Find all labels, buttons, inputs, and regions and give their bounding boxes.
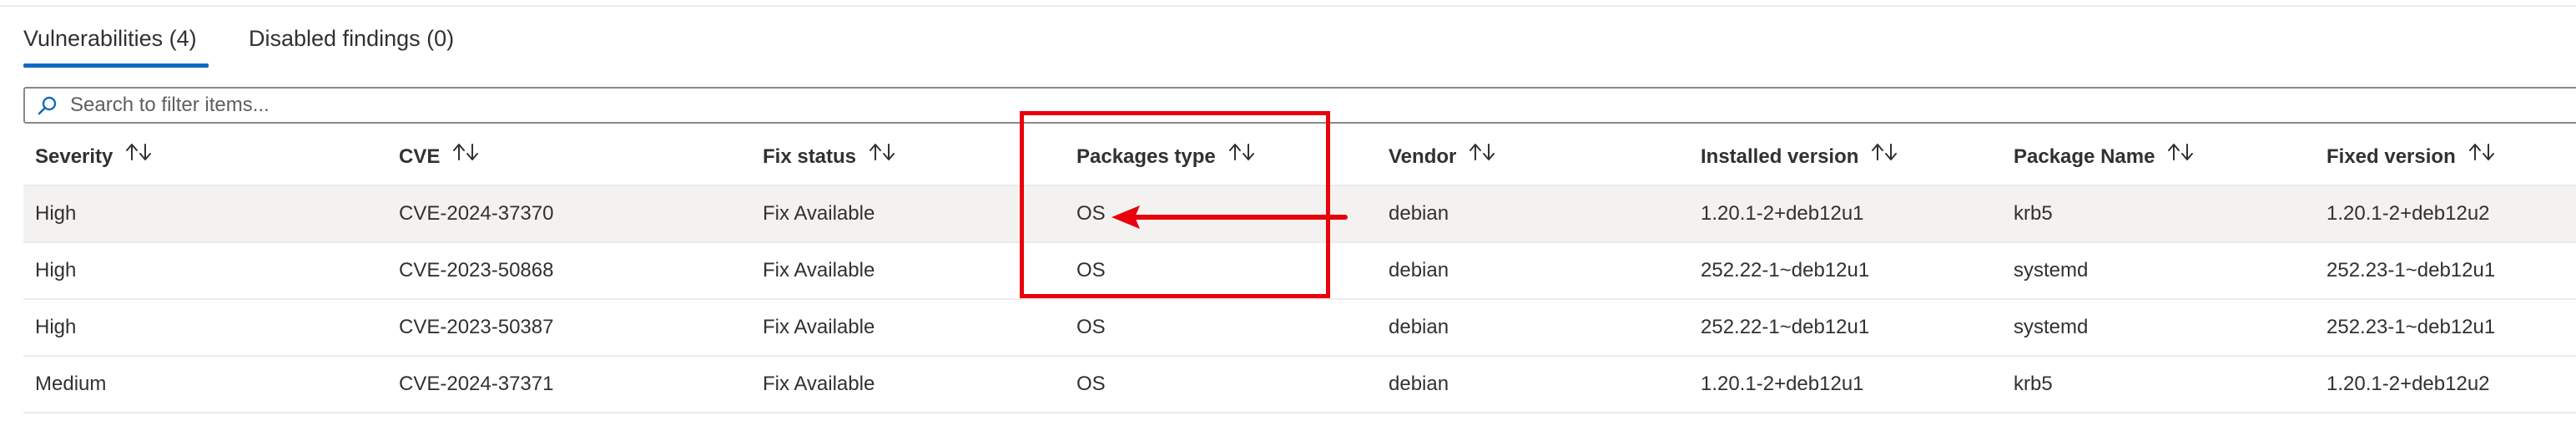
table-row[interactable]: Medium CVE-2024-37371 Fix Available OS d… bbox=[23, 357, 2576, 413]
cell-package-name: systemd bbox=[2014, 259, 2089, 282]
cell-severity: Medium bbox=[35, 373, 107, 395]
sort-arrows-icon[interactable] bbox=[1870, 129, 1898, 184]
cell-package-name: systemd bbox=[2014, 316, 2089, 338]
cell-cve: CVE-2023-50868 bbox=[399, 259, 554, 282]
cell-packages-type: OS bbox=[1076, 202, 1106, 225]
cell-cve: CVE-2024-37370 bbox=[399, 202, 554, 225]
cell-cve: CVE-2024-37371 bbox=[399, 373, 554, 395]
table-header-row: Severity CVE Fix status Packages type Ve… bbox=[23, 129, 2576, 186]
cell-packages-type: OS bbox=[1076, 373, 1106, 395]
column-header-package-name[interactable]: Package Name bbox=[2014, 129, 2195, 185]
cell-fix-status: Fix Available bbox=[763, 373, 875, 395]
cell-installed-version: 1.20.1-2+deb12u1 bbox=[1701, 373, 1864, 395]
cell-package-name: krb5 bbox=[2014, 202, 2053, 225]
column-header-label: Fix status bbox=[763, 145, 857, 168]
sort-arrows-icon[interactable] bbox=[868, 129, 896, 184]
column-header-label: Installed version bbox=[1701, 145, 1859, 168]
cell-vendor: debian bbox=[1389, 316, 1449, 338]
table-row[interactable]: High CVE-2023-50868 Fix Available OS deb… bbox=[23, 243, 2576, 300]
tab-bar: Vulnerabilities (4) Disabled findings (0… bbox=[23, 17, 454, 68]
cell-vendor: debian bbox=[1389, 259, 1449, 282]
sort-arrows-icon[interactable] bbox=[1468, 129, 1496, 184]
cell-fixed-version: 1.20.1-2+deb12u2 bbox=[2326, 373, 2490, 395]
search-box[interactable] bbox=[23, 87, 2576, 124]
cell-installed-version: 252.22-1~deb12u1 bbox=[1701, 316, 1870, 338]
table-row[interactable]: High CVE-2023-50387 Fix Available OS deb… bbox=[23, 300, 2576, 357]
cell-fixed-version: 252.23-1~deb12u1 bbox=[2326, 316, 2496, 338]
column-header-label: Vendor bbox=[1389, 145, 1457, 168]
cell-severity: High bbox=[35, 259, 77, 282]
table-row[interactable]: High CVE-2024-37370 Fix Available OS deb… bbox=[23, 186, 2576, 243]
column-header-label: Packages type bbox=[1076, 145, 1216, 168]
column-header-vendor[interactable]: Vendor bbox=[1389, 129, 1496, 185]
cell-vendor: debian bbox=[1389, 202, 1449, 225]
cell-severity: High bbox=[35, 316, 77, 338]
cell-fixed-version: 1.20.1-2+deb12u2 bbox=[2326, 202, 2490, 225]
column-header-fix-status[interactable]: Fix status bbox=[763, 129, 896, 185]
sort-arrows-icon[interactable] bbox=[1228, 129, 1256, 184]
vulnerabilities-table: Severity CVE Fix status Packages type Ve… bbox=[23, 129, 2576, 413]
tab-vulnerabilities[interactable]: Vulnerabilities (4) bbox=[23, 17, 249, 68]
cell-severity: High bbox=[35, 202, 77, 225]
cell-fix-status: Fix Available bbox=[763, 259, 875, 282]
cell-cve: CVE-2023-50387 bbox=[399, 316, 554, 338]
tab-disabled-findings[interactable]: Disabled findings (0) bbox=[249, 26, 455, 51]
column-header-label: Severity bbox=[35, 145, 113, 168]
search-input[interactable] bbox=[70, 90, 1071, 120]
cell-installed-version: 252.22-1~deb12u1 bbox=[1701, 259, 1870, 282]
sort-arrows-icon[interactable] bbox=[2468, 129, 2496, 184]
search-icon bbox=[33, 91, 62, 119]
cell-packages-type: OS bbox=[1076, 316, 1106, 338]
column-header-label: CVE bbox=[399, 145, 441, 168]
column-header-cve[interactable]: CVE bbox=[399, 129, 480, 185]
cell-fixed-version: 252.23-1~deb12u1 bbox=[2326, 259, 2496, 282]
sort-arrows-icon[interactable] bbox=[124, 129, 153, 184]
column-header-packages-type[interactable]: Packages type bbox=[1076, 129, 1256, 185]
cell-fix-status: Fix Available bbox=[763, 202, 875, 225]
column-header-label: Package Name bbox=[2014, 145, 2155, 168]
cell-vendor: debian bbox=[1389, 373, 1449, 395]
column-header-label: Fixed version bbox=[2326, 145, 2456, 168]
column-header-installed-version[interactable]: Installed version bbox=[1701, 129, 1898, 185]
column-header-fixed-version[interactable]: Fixed version bbox=[2326, 129, 2496, 185]
cell-package-name: krb5 bbox=[2014, 373, 2053, 395]
top-divider bbox=[0, 5, 2576, 7]
cell-fix-status: Fix Available bbox=[763, 316, 875, 338]
cell-packages-type: OS bbox=[1076, 259, 1106, 282]
sort-arrows-icon[interactable] bbox=[451, 129, 480, 184]
sort-arrows-icon[interactable] bbox=[2166, 129, 2195, 184]
cell-installed-version: 1.20.1-2+deb12u1 bbox=[1701, 202, 1864, 225]
column-header-severity[interactable]: Severity bbox=[35, 129, 153, 185]
